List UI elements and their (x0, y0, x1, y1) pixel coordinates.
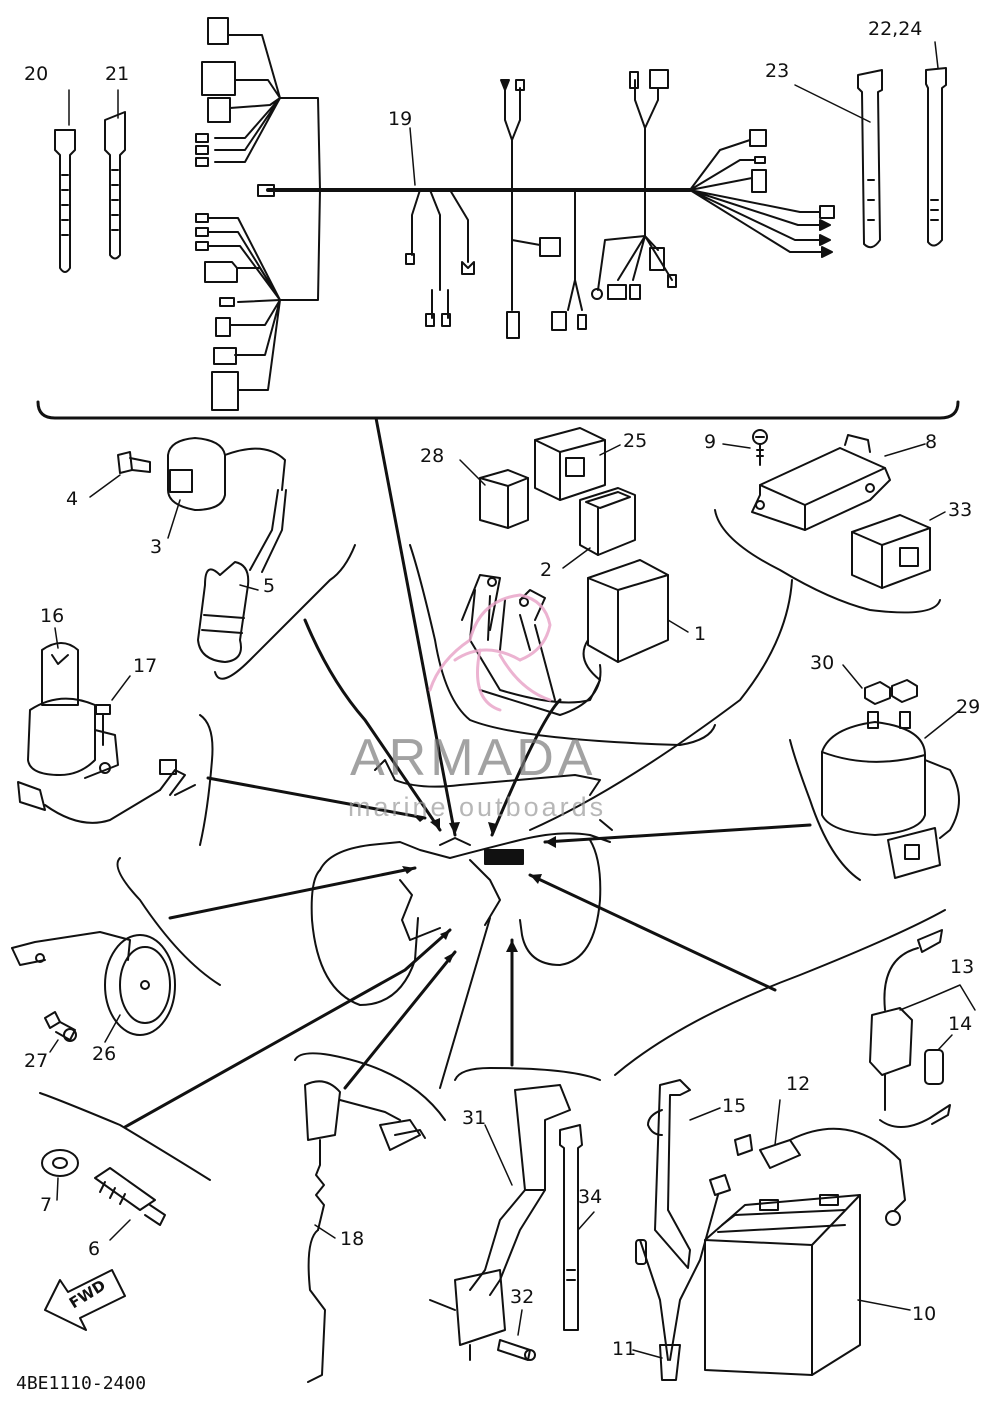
callout-22-24: 22,24 (868, 18, 923, 40)
motorcycle-outline (310, 759, 613, 1006)
washer-7 (41, 1149, 79, 1177)
callout-31: 31 (462, 1107, 487, 1129)
callout-17: 17 (133, 655, 158, 677)
callout-18: 18 (340, 1228, 365, 1250)
battery-cable-12 (734, 1127, 906, 1226)
part-code: 4BE1110-2400 (16, 1373, 147, 1394)
fuse-holder-13 (869, 929, 951, 1128)
relay-33 (851, 514, 931, 589)
rectifier-regulator-8 (751, 434, 891, 531)
horn-26 (11, 931, 176, 1036)
watermark-tagline: marine outboards (348, 792, 607, 822)
callout-29: 29 (956, 696, 981, 718)
battery-band-15 (647, 1079, 691, 1269)
wire-harness-19 (36, 17, 960, 420)
callout-leaders (49, 41, 976, 1359)
callout-1: 1 (694, 623, 707, 645)
watermark-brand: ARMADA (350, 729, 597, 787)
callout-12: 12 (786, 1073, 811, 1095)
screw-17 (95, 704, 111, 746)
callout-25: 25 (623, 430, 648, 452)
fuse-14 (924, 1049, 944, 1085)
leader-arrowheads (402, 815, 556, 963)
front-brake-switch-31 (429, 1084, 571, 1361)
cable-tie-21 (104, 111, 126, 260)
callout-6: 6 (88, 1238, 101, 1260)
callout-13: 13 (950, 956, 975, 978)
bolt-9 (752, 429, 768, 466)
relay-25 (534, 427, 606, 501)
callout-30: 30 (810, 652, 835, 674)
callout-20: 20 (24, 63, 49, 85)
leader-lines (123, 416, 812, 1129)
callout-10: 10 (912, 1303, 937, 1325)
callout-27: 27 (24, 1050, 49, 1072)
ignition-coil-3 (167, 437, 287, 663)
callout-33: 33 (948, 499, 973, 521)
callout-23: 23 (765, 60, 790, 82)
cable-tie-22-24 (925, 67, 947, 247)
main-switch-16 (17, 642, 196, 824)
rear-brake-switch-18 (304, 1080, 426, 1383)
callout-32: 32 (510, 1286, 535, 1308)
cable-tie-20 (54, 129, 76, 273)
neutral-switch-6 (94, 1167, 166, 1226)
fuse-box-2 (579, 487, 636, 556)
callout-16: 16 (40, 605, 65, 627)
fwd-arrow-icon (44, 1269, 126, 1331)
callout-2: 2 (540, 559, 553, 581)
callout-21: 21 (105, 63, 130, 85)
callout-7: 7 (40, 1194, 53, 1216)
bolt-4 (117, 451, 151, 474)
cable-tie-34 (559, 1124, 583, 1331)
group-brackets (39, 509, 946, 1181)
bolt-27 (44, 1011, 77, 1042)
callout-3: 3 (150, 536, 163, 558)
watermark-logo-icon (428, 593, 552, 712)
callout-26: 26 (92, 1043, 117, 1065)
callout-4: 4 (66, 488, 79, 510)
callout-14: 14 (948, 1013, 973, 1035)
battery-cable-11 (635, 1174, 731, 1381)
screw-32 (497, 1339, 536, 1361)
battery-10 (704, 1194, 861, 1376)
callout-28: 28 (420, 445, 445, 467)
relay-28 (479, 469, 529, 529)
callout-5: 5 (263, 575, 276, 597)
nut-30 (864, 679, 918, 705)
callout-9: 9 (704, 431, 717, 453)
callout-15: 15 (722, 1095, 747, 1117)
callout-11: 11 (612, 1338, 637, 1360)
callout-19: 19 (388, 108, 413, 130)
cable-tie-23 (857, 69, 883, 249)
cdi-unit-1 (461, 559, 669, 716)
callout-34: 34 (578, 1186, 603, 1208)
callout-8: 8 (925, 431, 938, 453)
starter-relay-29 (821, 711, 960, 879)
